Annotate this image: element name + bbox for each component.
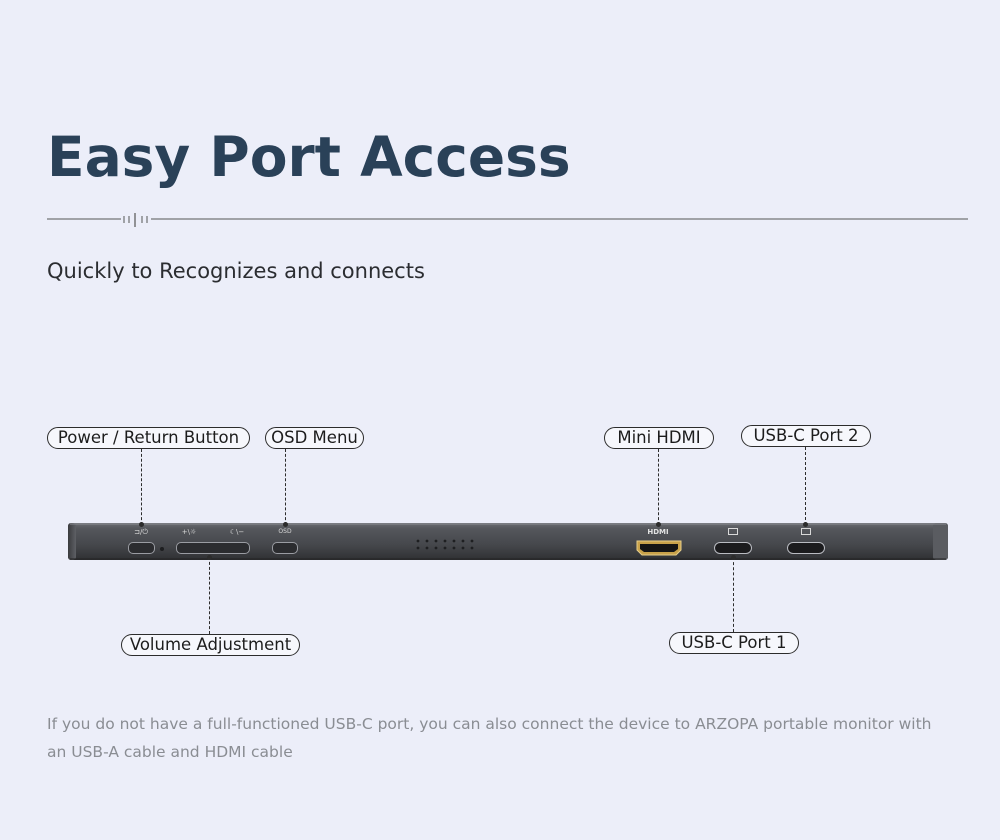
label-volume-adjustment: Volume Adjustment <box>121 634 300 656</box>
volume-down-marking: ☾\− <box>229 528 245 536</box>
label-usb-c-port-1: USB-C Port 1 <box>669 632 799 654</box>
monitor-icon-port2 <box>801 528 811 535</box>
usb-c-port-2[interactable] <box>787 542 825 554</box>
power-button[interactable] <box>128 542 155 554</box>
speaker-grille <box>416 539 474 550</box>
volume-up-marking: +\☼ <box>181 528 197 536</box>
leader-volume-end <box>207 555 212 560</box>
label-power-return-button: Power / Return Button <box>47 427 250 449</box>
leader-power <box>141 449 142 525</box>
leader-osd-end <box>283 522 288 527</box>
page-subtitle: Quickly to Recognizes and connects <box>47 259 425 283</box>
monitor-icon-port1 <box>728 528 738 535</box>
indicator-led <box>160 547 164 551</box>
leader-usbc1-end <box>731 555 736 560</box>
usb-c-port-1[interactable] <box>714 542 752 554</box>
leader-volume <box>209 557 210 634</box>
leader-osd <box>285 449 286 525</box>
leader-hdmi-end <box>656 522 661 527</box>
osd-marking: OSD <box>278 528 292 535</box>
leader-hdmi <box>658 449 659 525</box>
leader-usbc2 <box>805 447 806 525</box>
power-symbol-marking: ⊐/⏻ <box>134 528 148 536</box>
hdmi-marking: HDMI <box>647 528 669 536</box>
leader-usbc1 <box>733 557 734 632</box>
volume-rocker[interactable] <box>176 542 250 554</box>
leader-power-end <box>139 522 144 527</box>
footnote: If you do not have a full-functioned USB… <box>47 715 932 761</box>
label-mini-hdmi: Mini HDMI <box>604 427 714 449</box>
leader-usbc2-end <box>803 522 808 527</box>
title-divider <box>47 213 968 227</box>
osd-button[interactable] <box>272 542 298 554</box>
label-usb-c-port-2: USB-C Port 2 <box>741 425 871 447</box>
mini-hdmi-port[interactable] <box>636 540 682 556</box>
page-title: Easy Port Access <box>47 125 571 189</box>
label-osd-menu: OSD Menu <box>265 427 364 449</box>
